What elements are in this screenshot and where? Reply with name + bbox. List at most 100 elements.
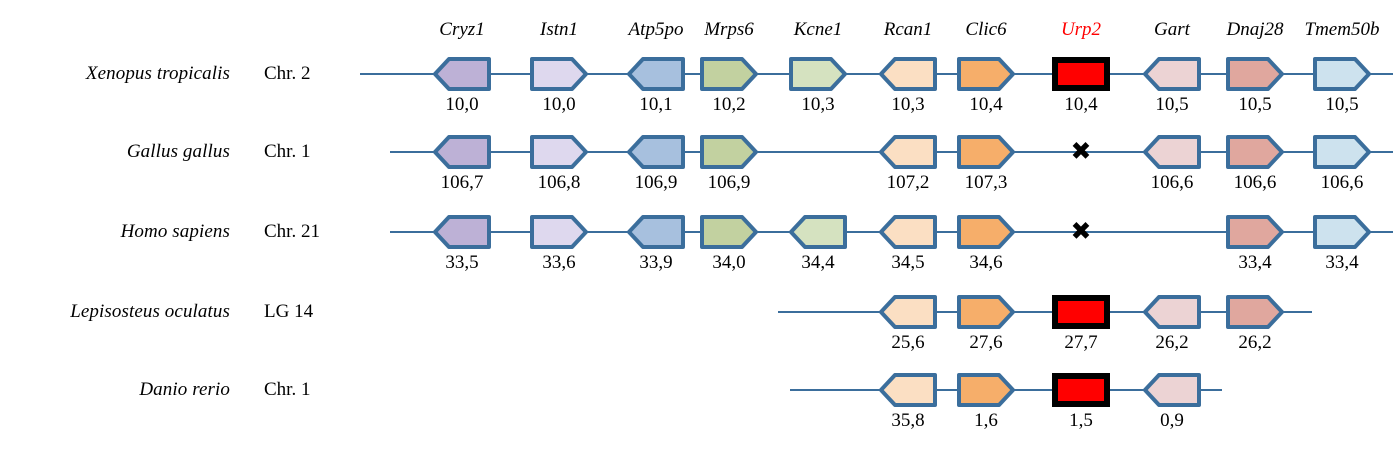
gene-tmem50b-homo[interactable] [1313, 215, 1371, 249]
gene-coordinate-homo-tmem50b: 33,4 [1325, 252, 1359, 273]
gene-coordinate-homo-mrps6: 34,0 [712, 252, 746, 273]
species-name-lepisosteus: Lepisosteus oculatus [70, 301, 230, 322]
species-name-xenopus: Xenopus tropicalis [85, 63, 230, 84]
gene-dnaj28-homo[interactable] [1226, 215, 1284, 249]
gene-label-istn1: Istn1 [540, 19, 578, 40]
gene-coordinate-xenopus-atp5po: 10,1 [639, 94, 673, 115]
gene-cryz1-homo[interactable] [433, 215, 491, 249]
gene-istn1-xenopus[interactable] [530, 57, 588, 91]
gene-coordinate-xenopus-istn1: 10,0 [542, 94, 576, 115]
gene-label-rcan1: Rcan1 [883, 19, 933, 40]
gene-mrps6-gallus[interactable] [700, 135, 758, 169]
gene-coordinate-gallus-atp5po: 106,9 [634, 172, 678, 193]
gene-coordinate-lepisosteus-rcan1: 25,6 [891, 332, 925, 353]
gene-label-kcne1: Kcne1 [793, 19, 843, 40]
chromosome-label-gallus: Chr. 1 [264, 141, 311, 162]
gene-coordinate-homo-cryz1: 33,5 [445, 252, 479, 273]
gene-coordinate-gallus-rcan1: 107,2 [886, 172, 930, 193]
gene-urp2-xenopus[interactable] [1052, 57, 1110, 91]
species-name-homo: Homo sapiens [120, 221, 230, 242]
gene-coordinate-xenopus-dnaj28: 10,5 [1238, 94, 1272, 115]
gene-coordinate-danio-rcan1: 35,8 [891, 410, 925, 431]
gene-rcan1-xenopus[interactable] [879, 57, 937, 91]
gene-coordinate-xenopus-clic6: 10,4 [969, 94, 1003, 115]
gene-absent-marker-gallus-urp2: ✖ [1070, 137, 1092, 166]
gene-coordinate-homo-atp5po: 33,9 [639, 252, 673, 273]
chromosome-line-lepisosteus [778, 311, 1312, 313]
gene-clic6-homo[interactable] [957, 215, 1015, 249]
gene-coordinate-danio-clic6: 1,6 [974, 410, 998, 431]
gene-istn1-homo[interactable] [530, 215, 588, 249]
gene-urp2-danio[interactable] [1052, 373, 1110, 407]
gene-label-urp2: Urp2 [1060, 19, 1102, 40]
gene-mrps6-homo[interactable] [700, 215, 758, 249]
gene-coordinate-xenopus-mrps6: 10,2 [712, 94, 746, 115]
gene-dnaj28-lepisosteus[interactable] [1226, 295, 1284, 329]
gene-coordinate-gallus-gart: 106,6 [1150, 172, 1194, 193]
gene-label-clic6: Clic6 [965, 19, 1007, 40]
gene-gart-danio[interactable] [1143, 373, 1201, 407]
gene-absent-marker-homo-urp2: ✖ [1070, 217, 1092, 246]
gene-coordinate-gallus-mrps6: 106,9 [707, 172, 751, 193]
gene-coordinate-danio-gart: 0,9 [1160, 410, 1184, 431]
gene-coordinate-danio-urp2: 1,5 [1069, 410, 1093, 431]
gene-coordinate-gallus-tmem50b: 106,6 [1320, 172, 1364, 193]
gene-rcan1-lepisosteus[interactable] [879, 295, 937, 329]
gene-coordinate-homo-rcan1: 34,5 [891, 252, 925, 273]
gene-coordinate-homo-istn1: 33,6 [542, 252, 576, 273]
gene-label-mrps6: Mrps6 [704, 19, 754, 40]
gene-clic6-xenopus[interactable] [957, 57, 1015, 91]
gene-coordinate-xenopus-kcne1: 10,3 [801, 94, 835, 115]
gene-coordinate-gallus-clic6: 107,3 [964, 172, 1008, 193]
gene-istn1-gallus[interactable] [530, 135, 588, 169]
gene-label-gart: Gart [1154, 19, 1190, 40]
chromosome-label-danio: Chr. 1 [264, 379, 311, 400]
gene-clic6-danio[interactable] [957, 373, 1015, 407]
gene-clic6-gallus[interactable] [957, 135, 1015, 169]
gene-label-atp5po: Atp5po [628, 19, 684, 40]
gene-coordinate-lepisosteus-gart: 26,2 [1155, 332, 1189, 353]
gene-urp2-lepisosteus[interactable] [1052, 295, 1110, 329]
gene-coordinate-lepisosteus-clic6: 27,6 [969, 332, 1003, 353]
gene-atp5po-homo[interactable] [627, 215, 685, 249]
chromosome-label-homo: Chr. 21 [264, 221, 320, 242]
chromosome-label-xenopus: Chr. 2 [264, 63, 311, 84]
gene-coordinate-homo-dnaj28: 33,4 [1238, 252, 1272, 273]
gene-label-cryz1: Cryz1 [439, 19, 485, 40]
gene-kcne1-xenopus[interactable] [789, 57, 847, 91]
species-name-gallus: Gallus gallus [126, 141, 230, 162]
gene-label-dnaj28: Dnaj28 [1226, 19, 1284, 40]
species-name-danio: Danio rerio [139, 379, 230, 400]
gene-rcan1-homo[interactable] [879, 215, 937, 249]
gene-coordinate-xenopus-urp2: 10,4 [1064, 94, 1098, 115]
gene-mrps6-xenopus[interactable] [700, 57, 758, 91]
gene-coordinate-homo-kcne1: 34,4 [801, 252, 835, 273]
gene-gart-xenopus[interactable] [1143, 57, 1201, 91]
gene-rcan1-gallus[interactable] [879, 135, 937, 169]
gene-coordinate-gallus-cryz1: 106,7 [440, 172, 484, 193]
gene-tmem50b-gallus[interactable] [1313, 135, 1371, 169]
chromosome-line-xenopus [360, 73, 1393, 75]
gene-coordinate-lepisosteus-dnaj28: 26,2 [1238, 332, 1272, 353]
gene-atp5po-xenopus[interactable] [627, 57, 685, 91]
gene-gart-gallus[interactable] [1143, 135, 1201, 169]
gene-cryz1-gallus[interactable] [433, 135, 491, 169]
gene-gart-lepisosteus[interactable] [1143, 295, 1201, 329]
gene-coordinate-lepisosteus-urp2: 27,7 [1064, 332, 1098, 353]
gene-coordinate-xenopus-gart: 10,5 [1155, 94, 1189, 115]
gene-coordinate-gallus-istn1: 106,8 [537, 172, 581, 193]
gene-clic6-lepisosteus[interactable] [957, 295, 1015, 329]
gene-dnaj28-xenopus[interactable] [1226, 57, 1284, 91]
gene-label-tmem50b: Tmem50b [1304, 19, 1380, 40]
gene-cryz1-xenopus[interactable] [433, 57, 491, 91]
chromosome-label-lepisosteus: LG 14 [264, 301, 314, 322]
gene-tmem50b-xenopus[interactable] [1313, 57, 1371, 91]
gene-coordinate-homo-clic6: 34,6 [969, 252, 1003, 273]
gene-dnaj28-gallus[interactable] [1226, 135, 1284, 169]
gene-rcan1-danio[interactable] [879, 373, 937, 407]
gene-coordinate-gallus-dnaj28: 106,6 [1233, 172, 1277, 193]
gene-atp5po-gallus[interactable] [627, 135, 685, 169]
gene-kcne1-homo[interactable] [789, 215, 847, 249]
gene-coordinate-xenopus-tmem50b: 10,5 [1325, 94, 1359, 115]
